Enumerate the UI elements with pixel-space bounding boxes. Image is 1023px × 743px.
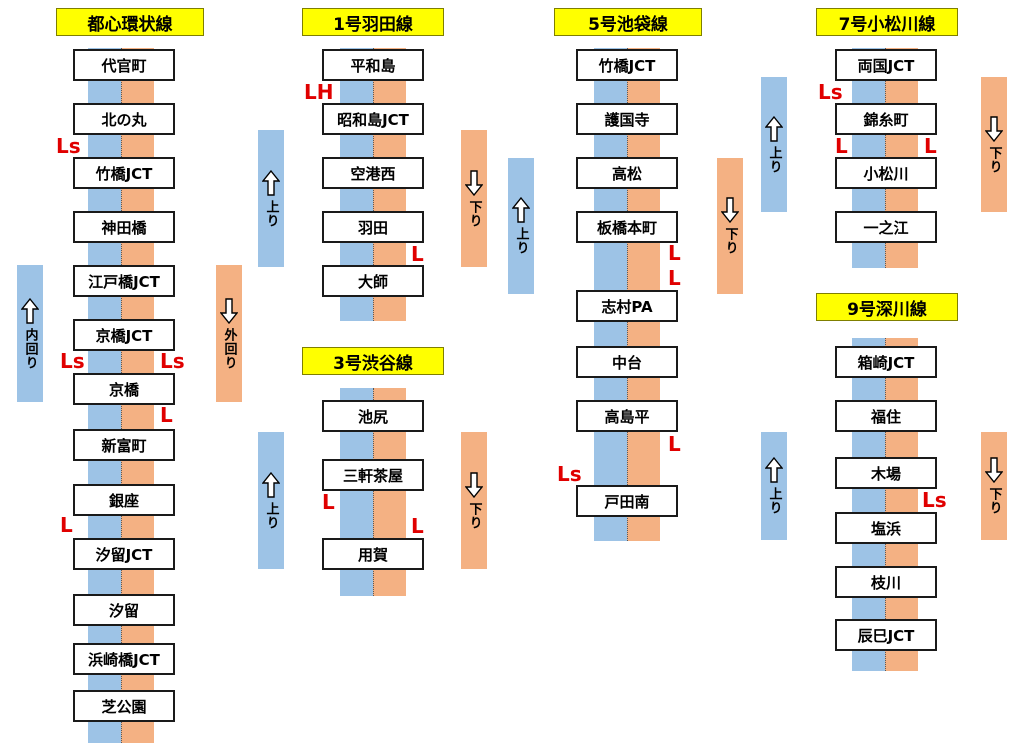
station-shiodome-jct[interactable]: 汐留JCT xyxy=(73,538,175,570)
arrow-label-down: 下り xyxy=(466,199,482,228)
arrow-outer-loop: 外回り xyxy=(216,265,242,402)
arrow-fukagawa-down: 下り xyxy=(981,432,1007,540)
station-hakozaki-jct[interactable]: 箱崎JCT xyxy=(835,346,937,378)
mark-l: L xyxy=(411,514,424,538)
arrow-label-outer-loop: 外回り xyxy=(221,327,237,370)
mark-l: L xyxy=(668,432,681,456)
station-kyobashi[interactable]: 京橋 xyxy=(73,373,175,405)
station-ichinoe[interactable]: 一之江 xyxy=(835,211,937,243)
line-title-komatsugawa: 7号小松川線 xyxy=(816,8,958,36)
station-kitanomaru[interactable]: 北の丸 xyxy=(73,103,175,135)
station-shiodome[interactable]: 汐留 xyxy=(73,594,175,626)
mark-l: L xyxy=(924,134,937,158)
station-takashimadaira[interactable]: 高島平 xyxy=(576,400,678,432)
down-arrow-icon xyxy=(220,297,238,324)
arrow-fukagawa-up: 上り xyxy=(761,432,787,540)
station-kyobashi-jct[interactable]: 京橋JCT xyxy=(73,319,175,351)
arrow-label-down: 下り xyxy=(986,487,1002,515)
station-ryogoku-jct[interactable]: 両国JCT xyxy=(835,49,937,81)
arrow-label-up: 上り xyxy=(513,227,529,255)
down-arrow-icon xyxy=(721,197,739,223)
station-ikejiri[interactable]: 池尻 xyxy=(322,400,424,432)
up-arrow-icon xyxy=(21,297,39,324)
track-fukagawa xyxy=(852,338,918,671)
arrow-shibuya-up: 上り xyxy=(258,432,284,569)
up-arrow-icon xyxy=(765,115,783,142)
arrow-label-inner-loop: 内回り xyxy=(22,327,38,370)
arrow-komatsugawa-down: 下り xyxy=(981,77,1007,212)
station-edobashi-jct[interactable]: 江戸橋JCT xyxy=(73,265,175,297)
arrow-haneda-up: 上り xyxy=(258,130,284,267)
station-nakadai[interactable]: 中台 xyxy=(576,346,678,378)
down-arrow-icon xyxy=(465,169,483,196)
arrow-label-up: 上り xyxy=(766,487,782,515)
mark-ls: Ls xyxy=(557,462,582,486)
mark-ls: Ls xyxy=(56,134,81,158)
line-title-ikebukuro: 5号池袋線 xyxy=(554,8,702,36)
station-sangenjaya[interactable]: 三軒茶屋 xyxy=(322,459,424,491)
line-title-fukagawa: 9号深川線 xyxy=(816,293,958,321)
arrow-ikebukuro-up: 上り xyxy=(508,158,534,294)
arrow-komatsugawa-up: 上り xyxy=(761,77,787,212)
arrow-ikebukuro-down: 下り xyxy=(717,158,743,294)
station-takamatsu[interactable]: 高松 xyxy=(576,157,678,189)
station-takebashi-jct-5[interactable]: 竹橋JCT xyxy=(576,49,678,81)
station-komatsugawa[interactable]: 小松川 xyxy=(835,157,937,189)
station-todaminami[interactable]: 戸田南 xyxy=(576,485,678,517)
mark-l: L xyxy=(411,242,424,266)
mark-ls: Ls xyxy=(60,349,85,373)
station-shibakoen[interactable]: 芝公園 xyxy=(73,690,175,722)
station-shiohama[interactable]: 塩浜 xyxy=(835,512,937,544)
arrow-label-down: 下り xyxy=(722,227,738,255)
mark-ls: Ls xyxy=(818,80,843,104)
mark-l: L xyxy=(835,134,848,158)
station-heiwajima[interactable]: 平和島 xyxy=(322,49,424,81)
mark-l: L xyxy=(160,403,173,427)
mark-l: L xyxy=(322,490,335,514)
down-arrow-icon xyxy=(985,115,1003,142)
station-kiba[interactable]: 木場 xyxy=(835,457,937,489)
down-arrow-icon xyxy=(465,471,483,498)
arrow-label-up: 上り xyxy=(766,145,782,174)
station-kukonishi[interactable]: 空港西 xyxy=(322,157,424,189)
down-arrow-icon xyxy=(985,457,1003,483)
arrow-inner-loop: 内回り xyxy=(17,265,43,402)
station-gokokuji[interactable]: 護国寺 xyxy=(576,103,678,135)
station-takebashi-jct[interactable]: 竹橋JCT xyxy=(73,157,175,189)
station-daishi[interactable]: 大師 xyxy=(322,265,424,297)
arrow-haneda-down: 下り xyxy=(461,130,487,267)
arrow-label-down: 下り xyxy=(466,501,482,530)
station-hamazakibashi-jct[interactable]: 浜崎橋JCT xyxy=(73,643,175,675)
station-shintomicho[interactable]: 新富町 xyxy=(73,429,175,461)
mark-l: L xyxy=(60,513,73,537)
station-itabashihoncho[interactable]: 板橋本町 xyxy=(576,211,678,243)
station-haneda[interactable]: 羽田 xyxy=(322,211,424,243)
station-kinshicho[interactable]: 錦糸町 xyxy=(835,103,937,135)
mark-lh: LH xyxy=(304,80,334,104)
up-arrow-icon xyxy=(765,457,783,483)
station-yoga[interactable]: 用賀 xyxy=(322,538,424,570)
arrow-label-down: 下り xyxy=(986,145,1002,174)
up-arrow-icon xyxy=(512,197,530,223)
station-ginza[interactable]: 銀座 xyxy=(73,484,175,516)
station-fukuzumi[interactable]: 福住 xyxy=(835,400,937,432)
arrow-label-up: 上り xyxy=(263,501,279,530)
mark-l: L xyxy=(668,266,681,290)
station-daikancho[interactable]: 代官町 xyxy=(73,49,175,81)
line-title-haneda: 1号羽田線 xyxy=(302,8,444,36)
station-kandabashi[interactable]: 神田橋 xyxy=(73,211,175,243)
station-tatsumi-jct[interactable]: 辰巳JCT xyxy=(835,619,937,651)
up-arrow-icon xyxy=(262,471,280,498)
station-edagawa[interactable]: 枝川 xyxy=(835,566,937,598)
up-arrow-icon xyxy=(262,169,280,196)
line-title-toshin: 都心環状線 xyxy=(56,8,204,36)
arrow-shibuya-down: 下り xyxy=(461,432,487,569)
mark-ls: Ls xyxy=(922,488,947,512)
station-showajima-jct[interactable]: 昭和島JCT xyxy=(322,103,424,135)
mark-l: L xyxy=(668,241,681,265)
line-title-shibuya: 3号渋谷線 xyxy=(302,347,444,375)
mark-ls: Ls xyxy=(160,349,185,373)
arrow-label-up: 上り xyxy=(263,199,279,228)
station-shimura-pa[interactable]: 志村PA xyxy=(576,290,678,322)
